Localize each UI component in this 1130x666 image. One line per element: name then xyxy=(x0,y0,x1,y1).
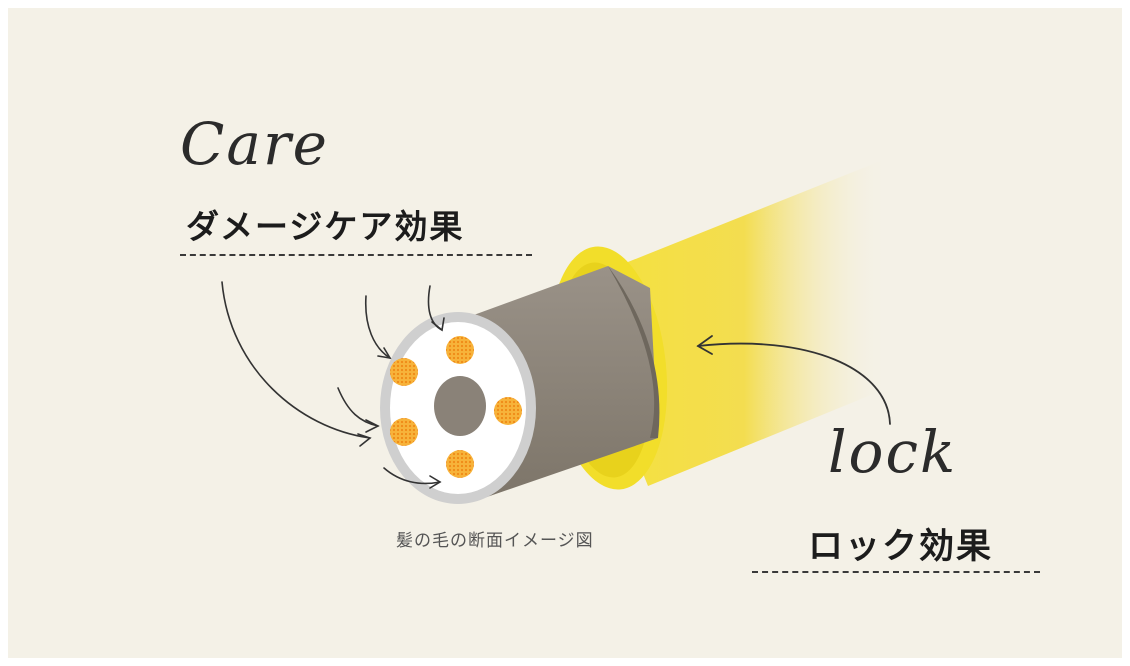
care-effect-heading: ダメージケア効果 xyxy=(186,207,465,246)
lock-effect-heading: ロック効果 xyxy=(808,527,994,567)
lock-script-label: lock xyxy=(828,418,958,486)
care-dot xyxy=(446,450,474,478)
hair-cross-section-illustration xyxy=(221,158,891,504)
care-dot xyxy=(446,336,474,364)
cross-section-face xyxy=(380,312,536,504)
care-dot xyxy=(390,418,418,446)
lock-dashed-rule xyxy=(752,571,1040,573)
cross-section-caption: 髪の毛の断面イメージ図 xyxy=(396,531,594,551)
care-arrows xyxy=(221,281,445,489)
diagram-panel: Care ダメージケア効果 髪の毛の断面イメージ図 lock ロック効果 xyxy=(8,8,1122,658)
care-script-label: Care xyxy=(180,110,330,178)
care-dashed-rule xyxy=(180,254,532,256)
care-dot xyxy=(390,358,418,386)
lock-arrow xyxy=(696,335,891,425)
care-dot xyxy=(494,397,522,425)
